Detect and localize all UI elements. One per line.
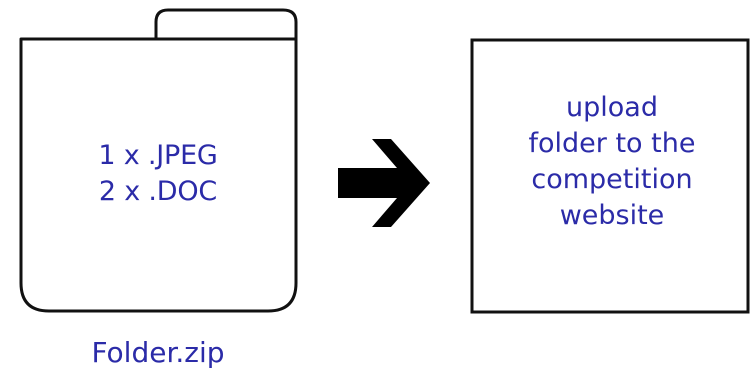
upload-step-text: upload folder to the competition website bbox=[472, 90, 750, 234]
folder-contents: 1 x .JPEG 2 x .DOC bbox=[20, 138, 296, 210]
folder-tab bbox=[154, 8, 298, 39]
folder-body bbox=[19, 37, 298, 313]
upload-step-box bbox=[470, 38, 750, 314]
upload-step-line: competition bbox=[531, 164, 693, 195]
upload-step-line: folder to the bbox=[528, 128, 696, 159]
upload-step-line: website bbox=[559, 200, 665, 231]
upload-step-line: upload bbox=[566, 92, 658, 123]
folder-content-jpeg: 1 x .JPEG bbox=[98, 140, 218, 171]
folder-caption: Folder.zip bbox=[91, 336, 225, 369]
folder-icon bbox=[19, 8, 298, 313]
folder-content-doc: 2 x .DOC bbox=[98, 176, 218, 207]
right-arrow-icon bbox=[338, 139, 430, 227]
